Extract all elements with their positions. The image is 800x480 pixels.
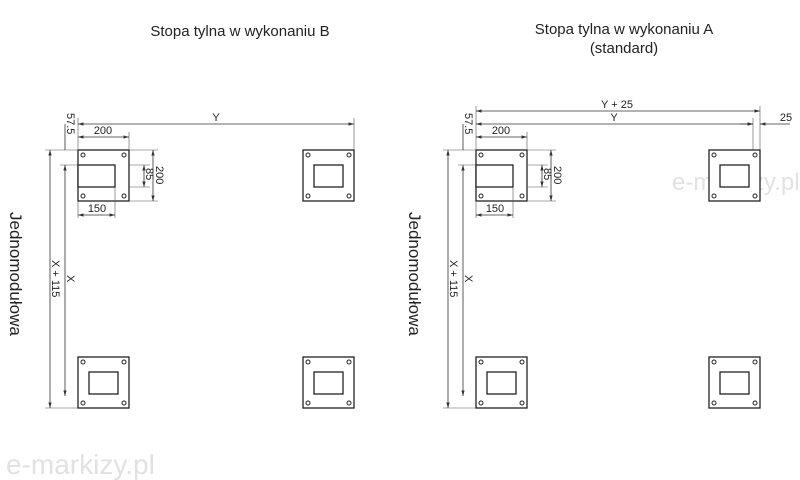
dim-plate-width: 200 [94,125,112,137]
variant-b-drawing: Stopa tylna w wykonaniu B Jednomodułowa … [6,23,355,409]
dim-x-total: X + 115 [447,260,459,297]
dim-x: X [64,275,76,283]
variant-b-title: Stopa tylna w wykonaniu B [150,23,329,40]
plate-bottom-right [302,356,355,409]
dim-inner-width: 150 [486,203,504,215]
plate-top-left [77,149,130,202]
dim-offset: 57.5 [462,113,474,134]
dim-x: X [462,275,474,283]
dim-plate-height: 200 [153,166,165,184]
variant-a-drawing: Stopa tylna w wykonaniu A (standard) Jed… [405,21,792,409]
dim-x-total: X + 115 [49,260,61,297]
dim-y-total: Y + 25 [601,99,633,111]
variant-a-subtitle: (standard) [590,40,658,57]
plate-top-left [475,149,528,202]
variant-a-title: Stopa tylna w wykonaniu A [535,21,713,38]
dim-extra: 25 [780,112,792,124]
dim-plate-height: 200 [551,166,563,184]
plate-bottom-left [475,356,528,409]
plate-bottom-right [708,356,761,409]
dim-plate-width: 200 [492,125,510,137]
plate-top-right [708,149,761,202]
plate-top-right [302,149,355,202]
variant-a-side-label: Jednomodułowa [405,212,424,336]
variant-b-side-label: Jednomodułowa [6,212,25,336]
plate-bottom-left [77,356,130,409]
dim-offset: 57.5 [64,113,76,134]
dim-y: Y [610,112,618,124]
watermark-bottom: e-markizy.pl [6,449,155,480]
dim-inner-width: 150 [88,203,106,215]
dim-y: Y [212,112,220,124]
